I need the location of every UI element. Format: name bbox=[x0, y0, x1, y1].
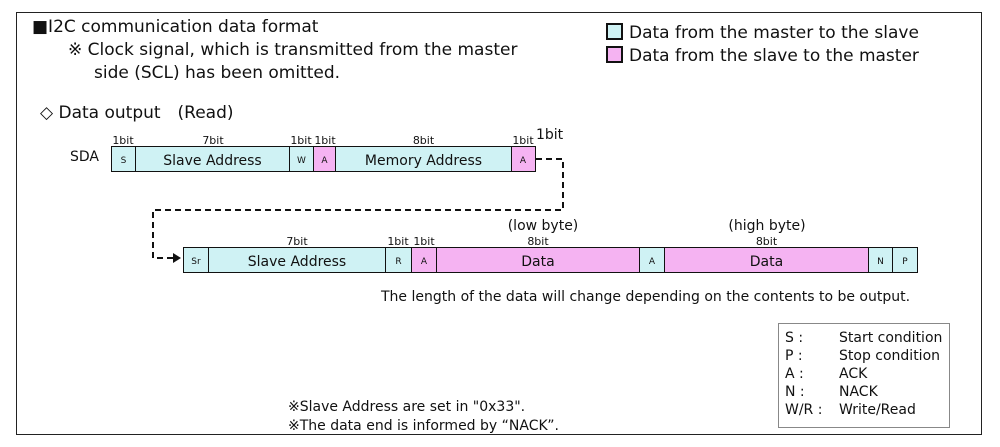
abbr-key-n: N : bbox=[785, 384, 805, 400]
connector-arrowhead bbox=[173, 253, 181, 263]
clock-note-line2: side (SCL) has been omitted. bbox=[94, 63, 341, 83]
legend-master-to-slave: Data from the master to the slave bbox=[606, 23, 919, 43]
row2-bits-r: 1bit bbox=[387, 235, 409, 248]
row1-bits-extra: 1bit bbox=[536, 127, 564, 143]
row1-start-label: S bbox=[120, 156, 127, 166]
row2-read-cell: R bbox=[385, 247, 412, 273]
row2-stop-cell: P bbox=[892, 247, 918, 273]
abbr-key-wr: W/R : bbox=[785, 402, 823, 418]
abbr-key-p: P : bbox=[785, 348, 803, 364]
footnote-slave-address: ※Slave Address are set in "0x33". bbox=[288, 399, 526, 415]
row2-high-byte-label: (high byte) bbox=[728, 218, 806, 234]
row1-memory-address-label: Memory Address bbox=[364, 152, 483, 169]
row2-low-byte-label: (low byte) bbox=[507, 218, 579, 234]
abbr-val-n: NACK bbox=[839, 384, 878, 400]
row1-write-label: W bbox=[297, 156, 306, 166]
row1-bits-s: 1bit bbox=[112, 134, 134, 147]
row1-ack2-label: A bbox=[519, 156, 527, 166]
row2-stop-label: P bbox=[902, 257, 908, 267]
row2-bits-data-high: 8bit bbox=[755, 235, 778, 248]
row2-data-low-label: Data bbox=[521, 253, 555, 270]
abbr-key-a: A : bbox=[785, 366, 804, 382]
abbreviation-legend: S : Start condition P : Stop condition A… bbox=[778, 323, 950, 428]
row2-ack-cell: A bbox=[410, 247, 438, 273]
row1-bits-slave-address: 7bit bbox=[202, 134, 224, 147]
row2-read-label: R bbox=[395, 257, 402, 267]
abbr-val-p: Stop condition bbox=[839, 348, 941, 364]
diagram-title: ■I2C communication data format bbox=[32, 17, 319, 37]
length-note: The length of the data will change depen… bbox=[381, 289, 911, 305]
clock-note-line1: ※ Clock signal, which is transmitted fro… bbox=[68, 40, 518, 60]
row1-memory-address-cell: Memory Address bbox=[335, 146, 512, 172]
legend-s2m-swatch bbox=[606, 46, 623, 63]
row1-ack-label: A bbox=[321, 156, 328, 166]
legend-m2s-label: Data from the master to the slave bbox=[629, 23, 919, 43]
row2-slave-address-label: Slave Address bbox=[247, 253, 347, 270]
row2-restart-label: Sr bbox=[191, 257, 201, 267]
sda-label: SDA bbox=[70, 149, 99, 165]
row2-bits-a: 1bit bbox=[413, 235, 435, 248]
footnote-data-end: ※The data end is informed by “NACK”. bbox=[288, 418, 559, 434]
row1-bits-a2: 1bit bbox=[512, 134, 534, 147]
row2-data-low-cell: Data bbox=[436, 247, 640, 273]
row2-data-high-cell: Data bbox=[664, 247, 869, 273]
row1-bits-w: 1bit bbox=[290, 134, 312, 147]
row2-nack-cell: N bbox=[867, 247, 894, 273]
row1-start-cell: S bbox=[111, 146, 136, 172]
abbr-val-a: ACK bbox=[839, 366, 868, 382]
row2-slave-address-cell: Slave Address bbox=[207, 247, 387, 273]
legend-s2m-label: Data from the slave to the master bbox=[629, 46, 919, 66]
row1-slave-address-label: Slave Address bbox=[163, 152, 262, 169]
row1-ack2-cell: A bbox=[510, 146, 536, 172]
row2-restart-cell: Sr bbox=[183, 247, 209, 273]
diagram-frame bbox=[16, 12, 982, 435]
row2-data-high-label: Data bbox=[749, 253, 784, 270]
row2-master-ack-cell: A bbox=[638, 247, 666, 273]
row2-nack-label: N bbox=[877, 257, 884, 267]
row1-bits-memory-address: 8bit bbox=[412, 134, 435, 147]
legend-slave-to-master: Data from the slave to the master bbox=[606, 46, 919, 66]
row2-ack-label: A bbox=[420, 257, 428, 267]
legend-m2s-swatch bbox=[606, 23, 623, 40]
section-label: ◇ Data output (Read) bbox=[40, 103, 234, 123]
row2-bits-slave-address: 7bit bbox=[286, 235, 308, 248]
abbr-key-s: S : bbox=[785, 330, 804, 346]
abbr-val-s: Start condition bbox=[839, 330, 943, 346]
row2-bits-data-low: 8bit bbox=[527, 235, 549, 248]
row1-bits-a1: 1bit bbox=[314, 134, 336, 147]
abbr-val-wr: Write/Read bbox=[839, 402, 916, 418]
row2-master-ack-label: A bbox=[648, 257, 656, 267]
